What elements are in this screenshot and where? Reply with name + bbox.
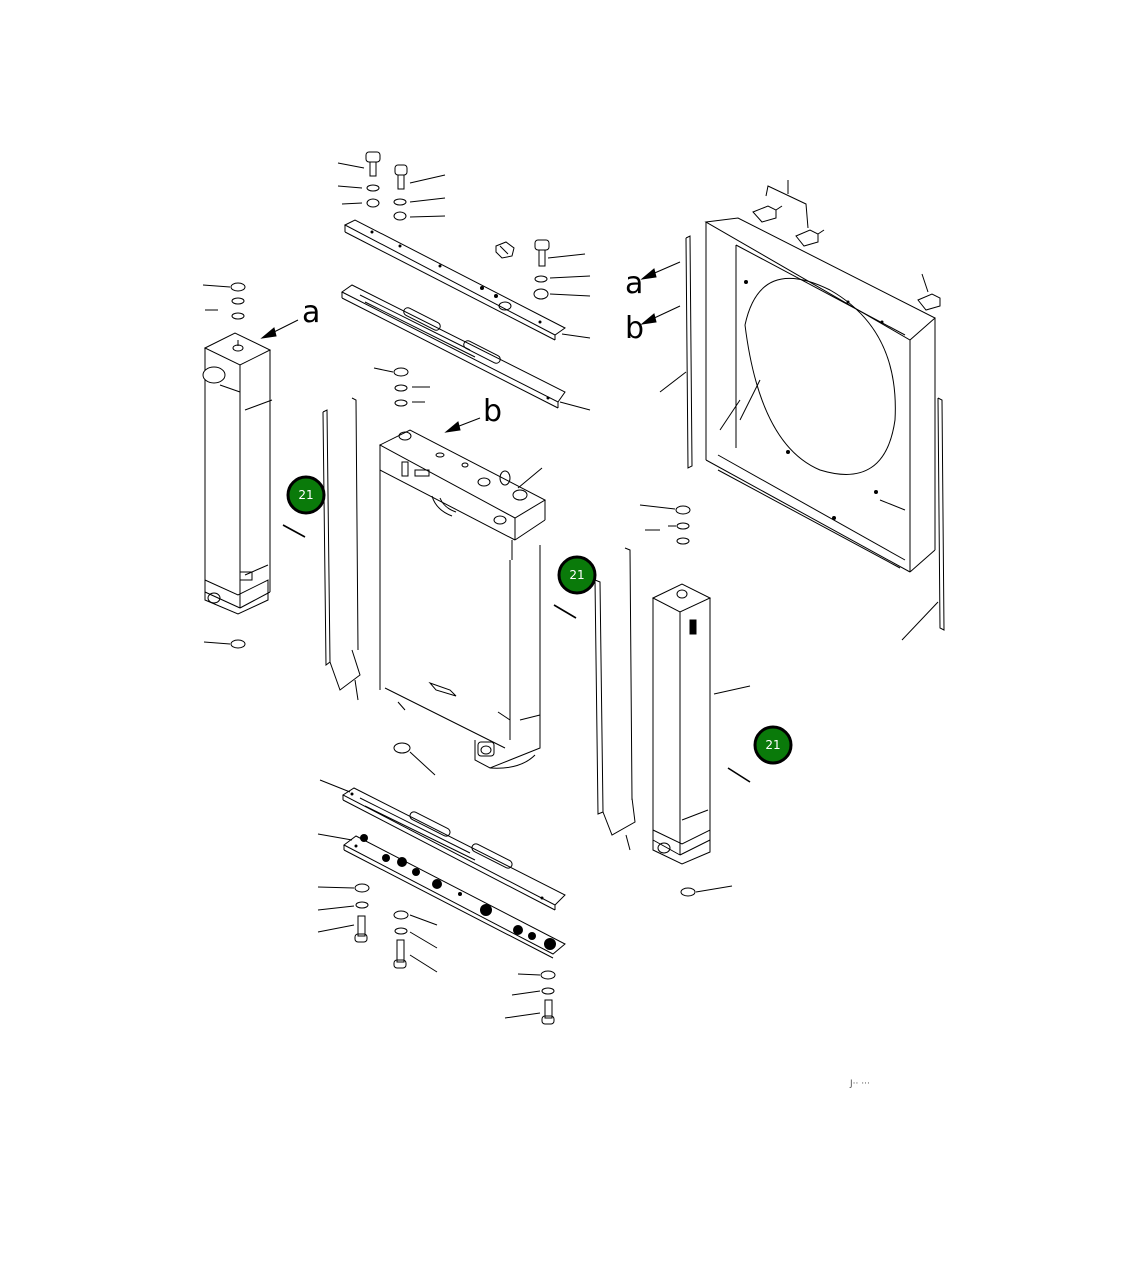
upper-bracket-plate xyxy=(343,219,591,341)
arrow-b-center xyxy=(444,417,481,433)
arrow-a-left xyxy=(260,319,299,339)
top-bolt-stack-left xyxy=(337,151,381,208)
shroud-bolts xyxy=(752,180,941,311)
radiator-bottom-washer xyxy=(393,742,436,776)
top-bolt-stack-right xyxy=(393,164,446,221)
shroud-left-seal xyxy=(659,235,693,469)
center-washer-stack xyxy=(373,367,430,407)
main-radiator xyxy=(378,429,547,769)
label-b-center: b xyxy=(483,394,502,429)
left-cooler-top-washers xyxy=(202,282,246,320)
left-cooler-bottom-washer xyxy=(203,639,246,649)
left-pin xyxy=(282,524,306,538)
right-oil-cooler xyxy=(651,583,751,865)
right-pin xyxy=(727,767,751,783)
right-cooler-bottom-washer xyxy=(680,885,733,897)
right-cooler-top-washers xyxy=(639,504,691,545)
fan-shroud xyxy=(704,217,936,573)
left-oil-cooler xyxy=(202,332,273,615)
drawing-reference: J·· ··· xyxy=(849,1079,870,1089)
right-middle-seal-strips xyxy=(594,547,636,851)
lower-channel-support xyxy=(319,779,566,911)
lower-right-bolt-stack xyxy=(504,970,556,1025)
arrow-b-right xyxy=(640,305,681,325)
shroud-right-seal xyxy=(901,397,945,641)
upper-channel-support xyxy=(341,284,591,411)
label-b-right: b xyxy=(625,311,644,346)
lower-center-bolt-stack xyxy=(393,910,438,973)
callout-21-center[interactable]: 21 xyxy=(557,555,597,595)
left-seal-strips xyxy=(322,397,361,701)
callout-21-left[interactable]: 21 xyxy=(286,475,326,515)
label-a-right: a xyxy=(625,266,643,301)
small-cap-fitting xyxy=(495,241,515,259)
center-pin xyxy=(553,604,577,619)
mid-bolt-stack xyxy=(533,239,591,300)
lower-bracket-plate xyxy=(317,833,566,959)
callout-21-right[interactable]: 21 xyxy=(753,725,793,765)
arrow-a-right xyxy=(640,261,681,280)
label-a-left: a xyxy=(302,295,320,330)
lower-left-bolt-stack xyxy=(317,883,370,943)
